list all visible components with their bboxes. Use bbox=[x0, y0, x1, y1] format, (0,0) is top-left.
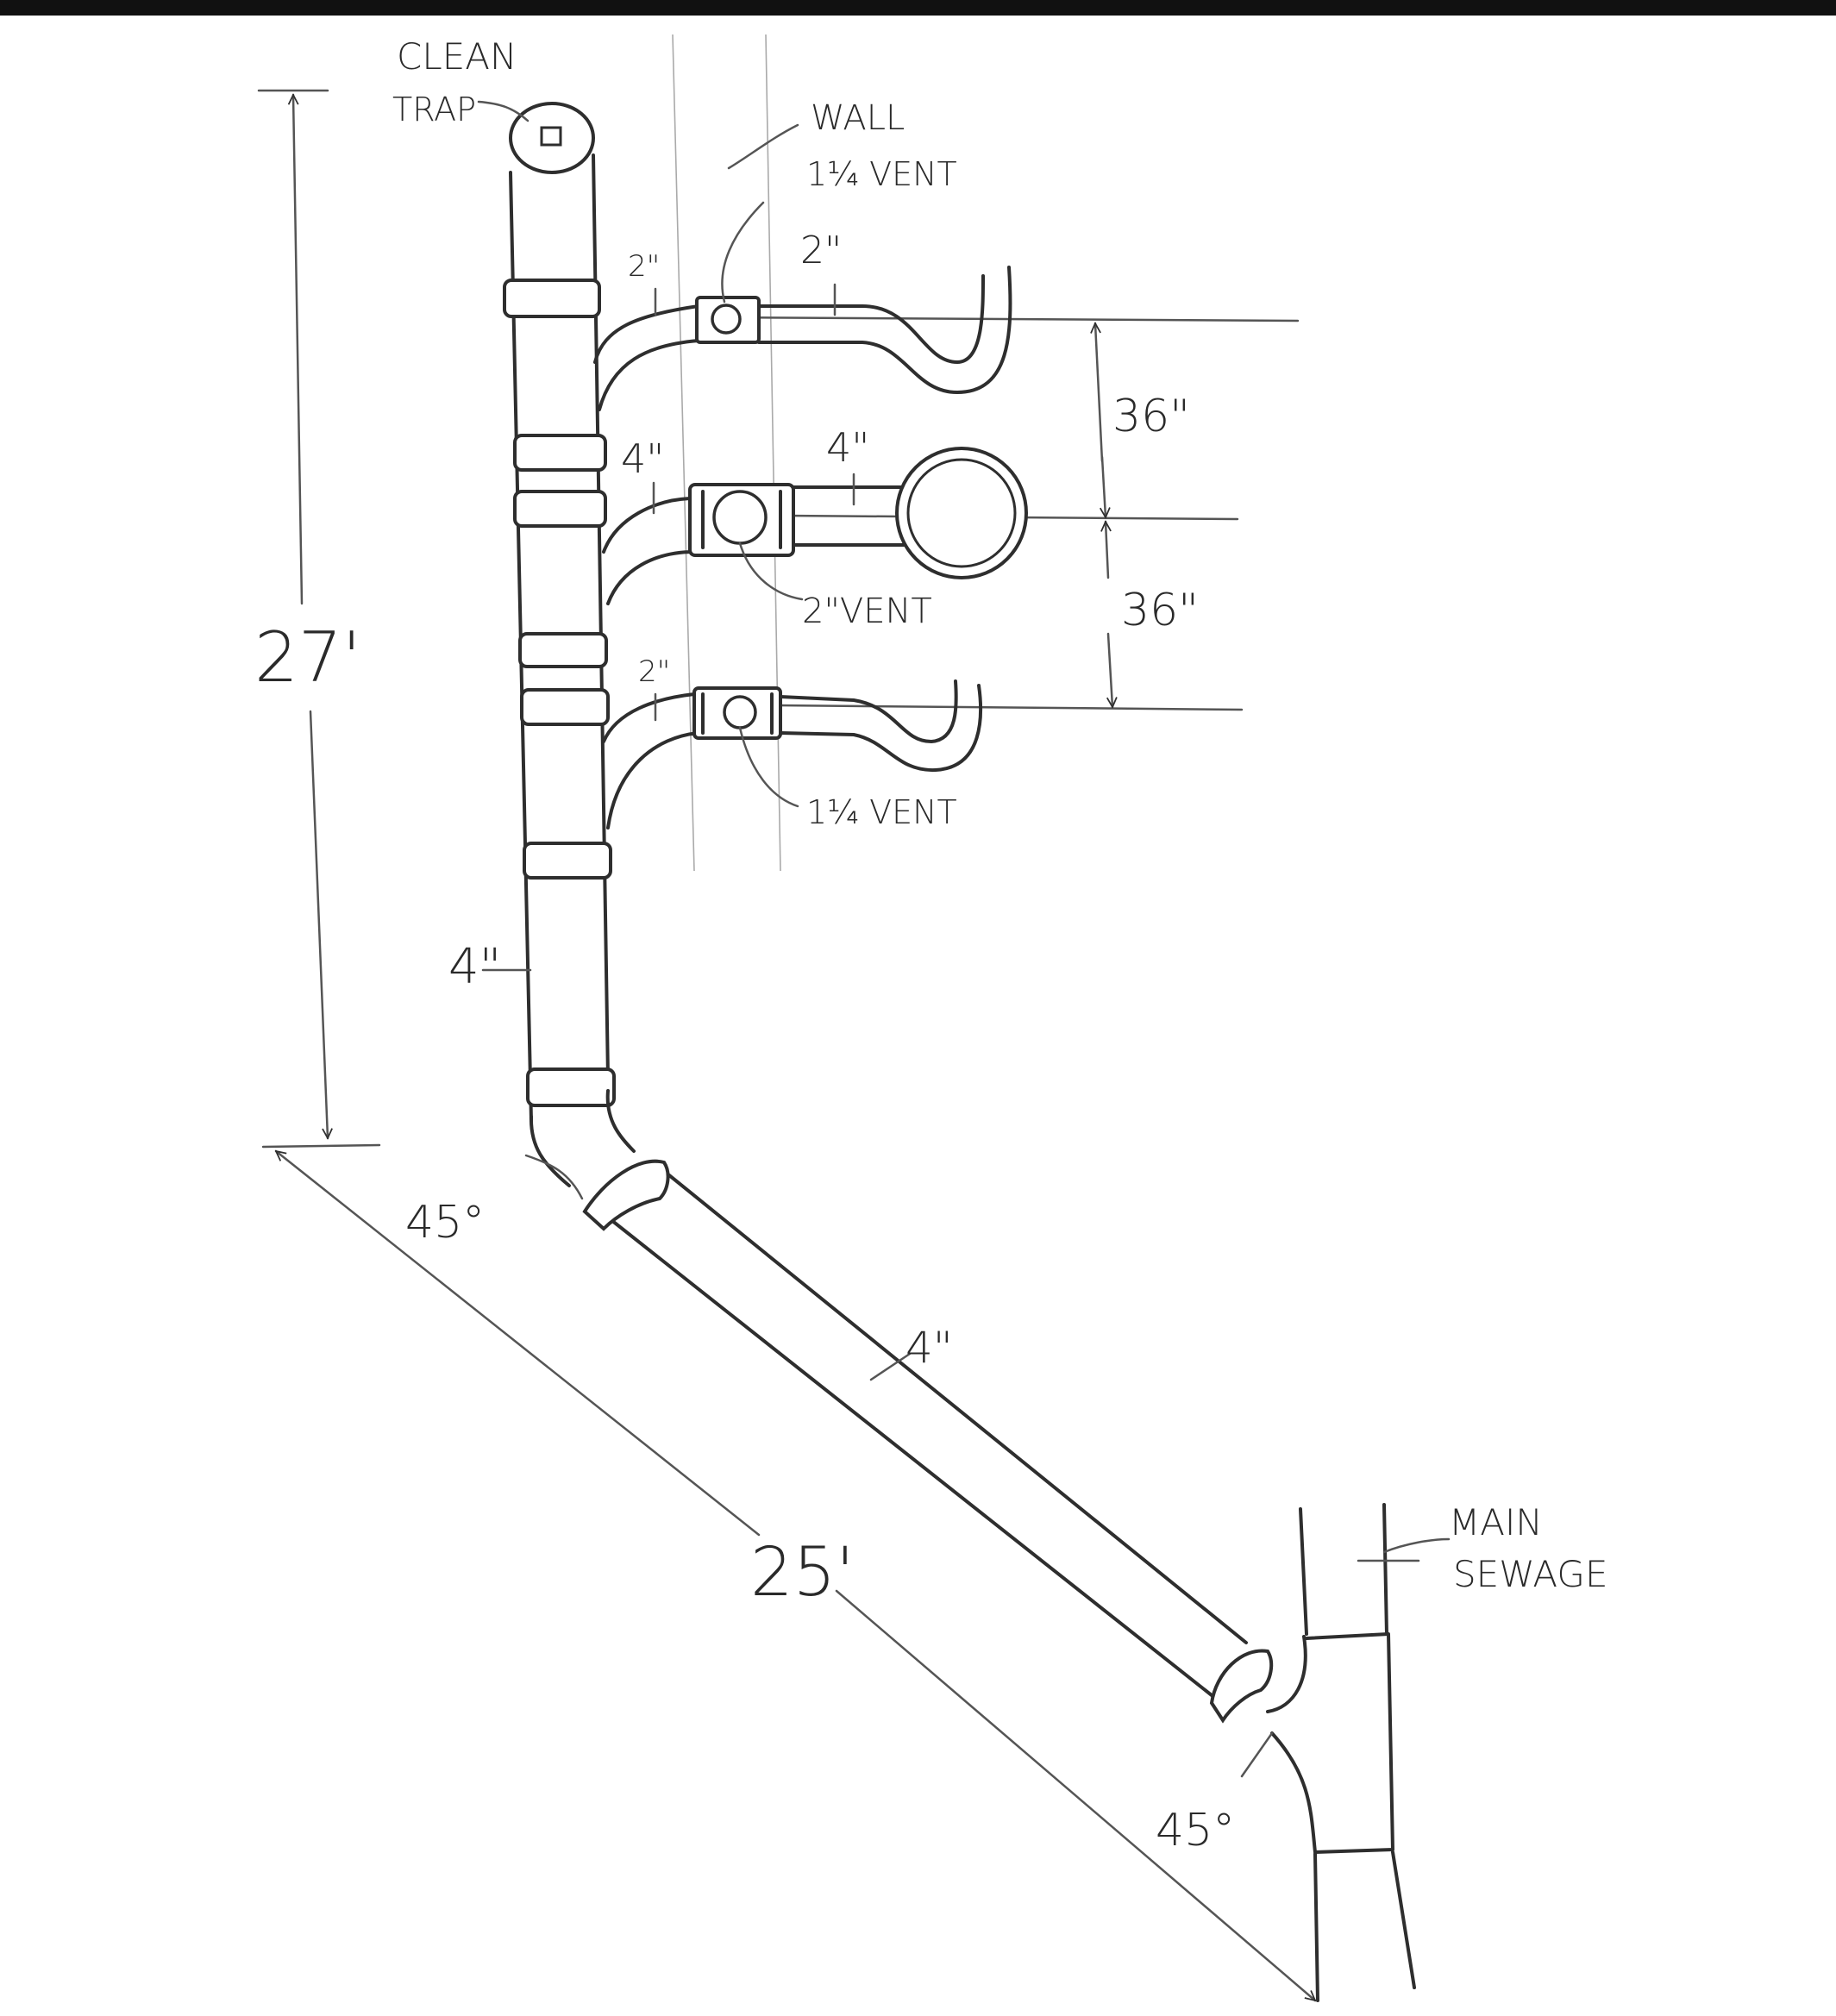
dimension-36-upper-label: 36" bbox=[1112, 391, 1190, 442]
wall-guide-lines bbox=[672, 34, 781, 872]
branch-lower bbox=[602, 679, 983, 830]
clean-label: CLEAN bbox=[397, 35, 517, 78]
stack-coupling bbox=[520, 688, 610, 726]
tee-coupling bbox=[1209, 1649, 1274, 1724]
vent-hole-upper bbox=[711, 304, 742, 335]
clean-trap-plug-icon bbox=[540, 126, 562, 147]
trap-label: TRAP bbox=[392, 91, 476, 128]
angle-45-upper-label: 45° bbox=[405, 1197, 485, 1249]
vent-mid-label: 2"VENT bbox=[802, 592, 932, 631]
toilet-fitting-middle bbox=[688, 483, 795, 557]
diagonal-run-pipe bbox=[529, 1089, 1274, 1724]
main-label: MAIN bbox=[1449, 1501, 1543, 1543]
elbow-coupling bbox=[582, 1159, 670, 1231]
pipe-size-low: 2" bbox=[638, 654, 670, 689]
diagonal-size-label: 4" bbox=[905, 1323, 953, 1373]
dimension-25-label: 25' bbox=[750, 1534, 855, 1612]
vent-fitting-upper bbox=[695, 296, 761, 344]
branch-upper bbox=[593, 266, 1012, 411]
stack-coupling bbox=[526, 1067, 616, 1107]
dimension-36-inches bbox=[1095, 323, 1112, 707]
dimension-27-label: 27' bbox=[254, 617, 361, 698]
top-shadow-band bbox=[0, 0, 1836, 16]
branch-middle bbox=[602, 447, 1028, 605]
pipe-size-mid-left: 4" bbox=[621, 435, 664, 482]
dimension-36-lower-label: 36" bbox=[1121, 585, 1199, 636]
stack-coupling bbox=[513, 434, 607, 472]
dimension-25-feet bbox=[276, 1149, 1315, 2000]
dimension-27-feet bbox=[257, 89, 381, 1149]
vertical-stack-pipe bbox=[503, 102, 616, 1123]
pipe-size-mid-right: 4" bbox=[826, 424, 869, 471]
stack-size-label: 4" bbox=[448, 939, 501, 995]
label-leaders bbox=[477, 100, 1451, 1778]
angle-45-lower-label: 45° bbox=[1156, 1805, 1235, 1856]
clean-trap-cap bbox=[509, 102, 595, 174]
stack-coupling bbox=[523, 842, 612, 880]
main-sewage-pipe bbox=[1266, 1503, 1420, 2002]
sewage-label: SEWAGE bbox=[1453, 1553, 1608, 1595]
vent-fitting-lower bbox=[692, 686, 782, 740]
pipe-size-top-right: 2" bbox=[800, 229, 842, 272]
stack-coupling bbox=[513, 490, 607, 528]
pipe-size-top-left: 2" bbox=[628, 249, 660, 284]
stack-coupling bbox=[503, 279, 601, 318]
toilet-flange-outer bbox=[895, 447, 1028, 579]
stack-coupling bbox=[518, 632, 608, 668]
wall-label: WALL bbox=[811, 98, 905, 138]
vent-low-label: 1¼ VENT bbox=[806, 793, 957, 831]
toilet-flange-inner bbox=[906, 458, 1017, 568]
vent-top-label: 1¼ VENT bbox=[806, 155, 957, 193]
